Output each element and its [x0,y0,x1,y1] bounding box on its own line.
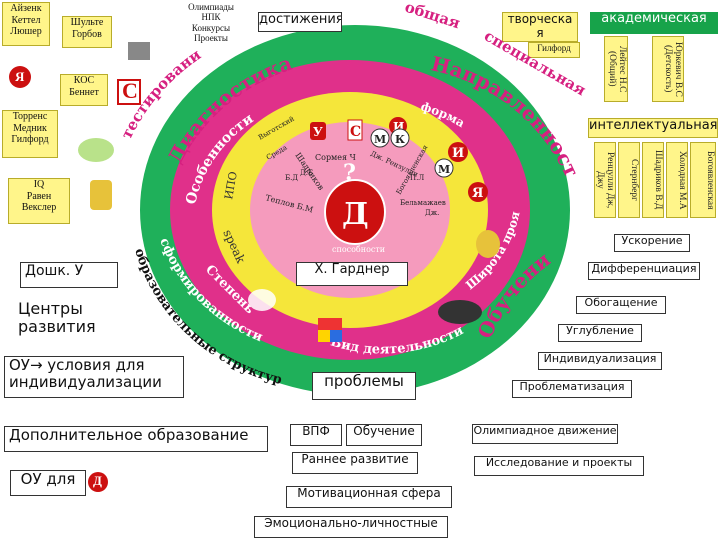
gardner-box: Х. Гарднер [296,262,408,286]
palette-image [78,138,114,162]
problematization-box: Проблематизация [512,380,632,398]
author-bd: Б.Д [285,174,298,182]
enrichment-box: Обогащение [576,296,666,314]
rubik-cube-image-b [330,330,342,342]
question-mark: ? [343,160,356,186]
trophy-image-right [476,230,500,258]
d-letter-bottom: Д [93,473,102,488]
emotional-box: Эмоционально-личностные [254,516,448,538]
bogoyavlenskaya-col: Богоявленская [690,142,716,218]
shadrikov-col: Шадриков В.Д [642,142,664,218]
badge-k [390,128,410,148]
music-notes-image [248,289,276,311]
iq-box: IQ Равен Векслер [8,178,70,224]
author-pl: П.Л [410,174,424,182]
deepening-box: Углубление [558,324,642,342]
badge-m-right-text: М [438,163,450,176]
ya-red-circle-left [9,66,31,88]
author-dzh: Дж. [425,209,439,217]
badge-y-text: У [313,125,323,139]
academic-box: академическая [590,12,718,34]
inpo-label: ИПО [222,170,240,200]
olympiads-box: Олимпиады НПК Конкурсы Проекты [188,2,234,44]
schulte-box: Шульте Горбов [62,16,112,48]
acceleration-box: Ускорение [614,234,690,252]
center-circle [324,179,386,245]
problems-box: проблемы [312,372,416,400]
badge-y [310,122,326,140]
motivation-box: Мотивационная сфера [286,486,452,508]
eysenck-box: Айзенк Кеттел Люшер [2,2,50,46]
centers-label: Центры развития [18,300,96,337]
center-letter: Д [342,197,369,232]
early-dev-box: Раннее развитие [292,452,418,474]
author-sormeya: Сормея Ч [315,153,356,162]
trophy-image-left [90,180,112,210]
torrance-box: Торренс Медник Гилфорд [2,110,58,158]
individualization-box: Индивидуализация [538,352,662,370]
intellectual-box: интеллектуальная [588,118,718,138]
research-projects-box: Исследование и проекты [474,456,644,476]
abilities-label: способности [332,245,385,254]
kos-box: КОС Беннет [60,74,108,106]
achievements-box: достижения [258,12,342,32]
badge-m-right [434,158,454,178]
guilford-box: Гилфорд [528,42,580,58]
renzulli-col: Ренцулли Дж, Джу [594,142,616,218]
author-db: Д.Б [300,169,313,177]
obuch-box: Обучение [346,424,422,446]
badge-m [370,128,390,148]
author-belmazhaev: Бельмажаев [400,199,446,207]
badge-i-right [448,142,468,162]
ou-for-box: ОУ для [10,470,86,496]
additional-education-box: Дополнительное образование [4,426,268,452]
badge-i-top-text: И [393,120,404,134]
car-image [438,300,482,324]
badge-c-text: С [350,124,361,140]
yurkevich-col: Юркевич В.С (Детскость) [652,36,684,102]
badge-ya-right-text: Я [472,186,483,201]
vpf-box: ВПФ [290,424,342,446]
badge-c [347,119,363,141]
c-letter-left: С [122,78,138,103]
kholodnaya-col: Холодная М.А [666,142,688,218]
badge-k-text: К [395,133,405,146]
rubik-cube-image-c [318,330,330,342]
badge-ya-right [468,182,488,202]
book-image [128,42,150,60]
creative-box: творческа я [502,12,578,42]
conditions-box: ОУ→ условия для индивидуализации [4,356,184,398]
badge-m-text: М [374,133,386,146]
ya-letter-left: Я [15,69,25,84]
c-letter-image [117,79,141,105]
sternberg-col: Стернберг [618,142,640,218]
preschool-box: Дошк. У [20,262,118,288]
olympiad-movement-box: Олимпиадное движение [472,424,618,444]
d-red-circle-bottom [88,472,108,492]
leites-col: Лейтес Н.С (Общий) [604,36,628,102]
differentiation-box: Дифференциация [588,262,700,280]
badge-i-right-text: И [452,146,464,161]
